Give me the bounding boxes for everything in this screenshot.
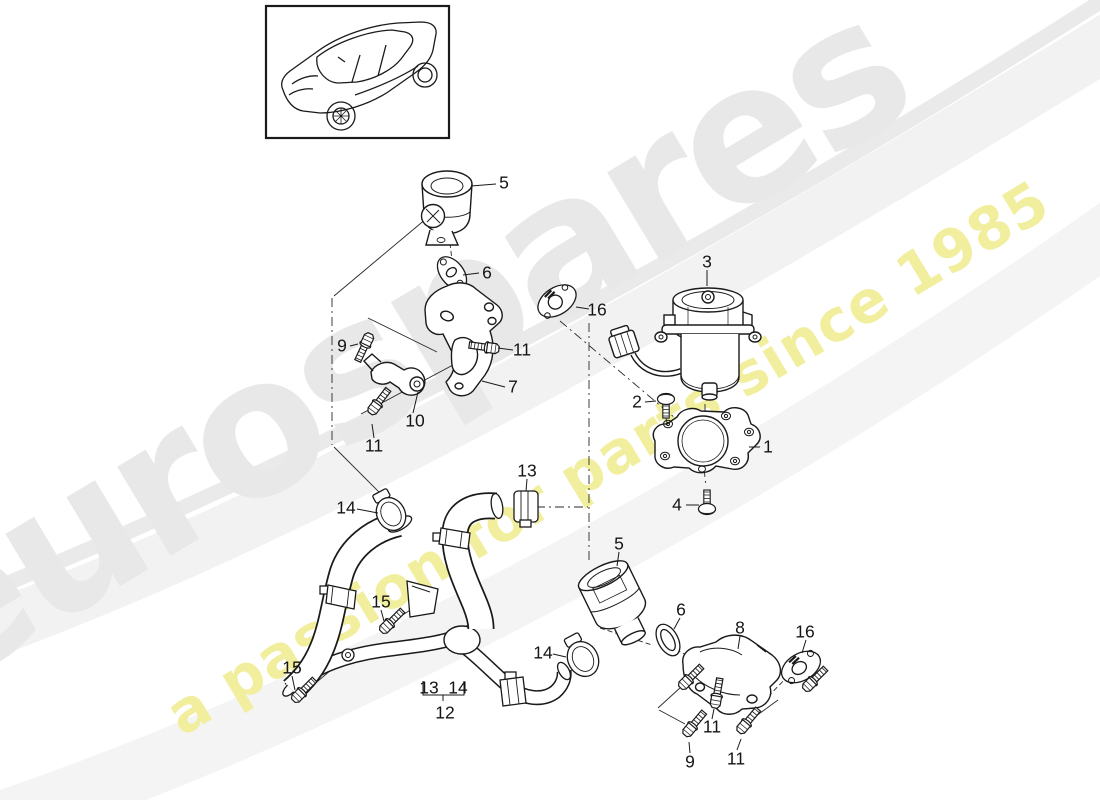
part-shutoff-valve-top [420,170,473,246]
part-clamp-pipe [499,671,527,707]
part-hose-middle [441,492,504,630]
part-gasket-16-bottom [780,649,822,685]
car-thumbnail [264,4,451,140]
part-clamp-14-left [372,488,407,532]
part-clamp-hose-middle [432,527,471,550]
part-flange-1 [652,407,761,474]
part-gasket-16-top [537,284,577,319]
callout-12-bracket [422,681,465,701]
car-icon [281,21,438,131]
part-clamp-14-bottom [563,632,600,678]
leader-lines [291,183,807,754]
part-clamp-13 [513,490,539,528]
part-shutoff-valve-bottom [577,560,647,646]
part-bracket-10 [363,353,426,396]
part-bracket-7 [424,282,503,397]
part-clamp-hose-left [319,584,357,610]
part-bracket-8 [682,634,782,715]
part-air-pump-3 [608,287,762,401]
part-gasket-6-bottom [655,623,681,657]
